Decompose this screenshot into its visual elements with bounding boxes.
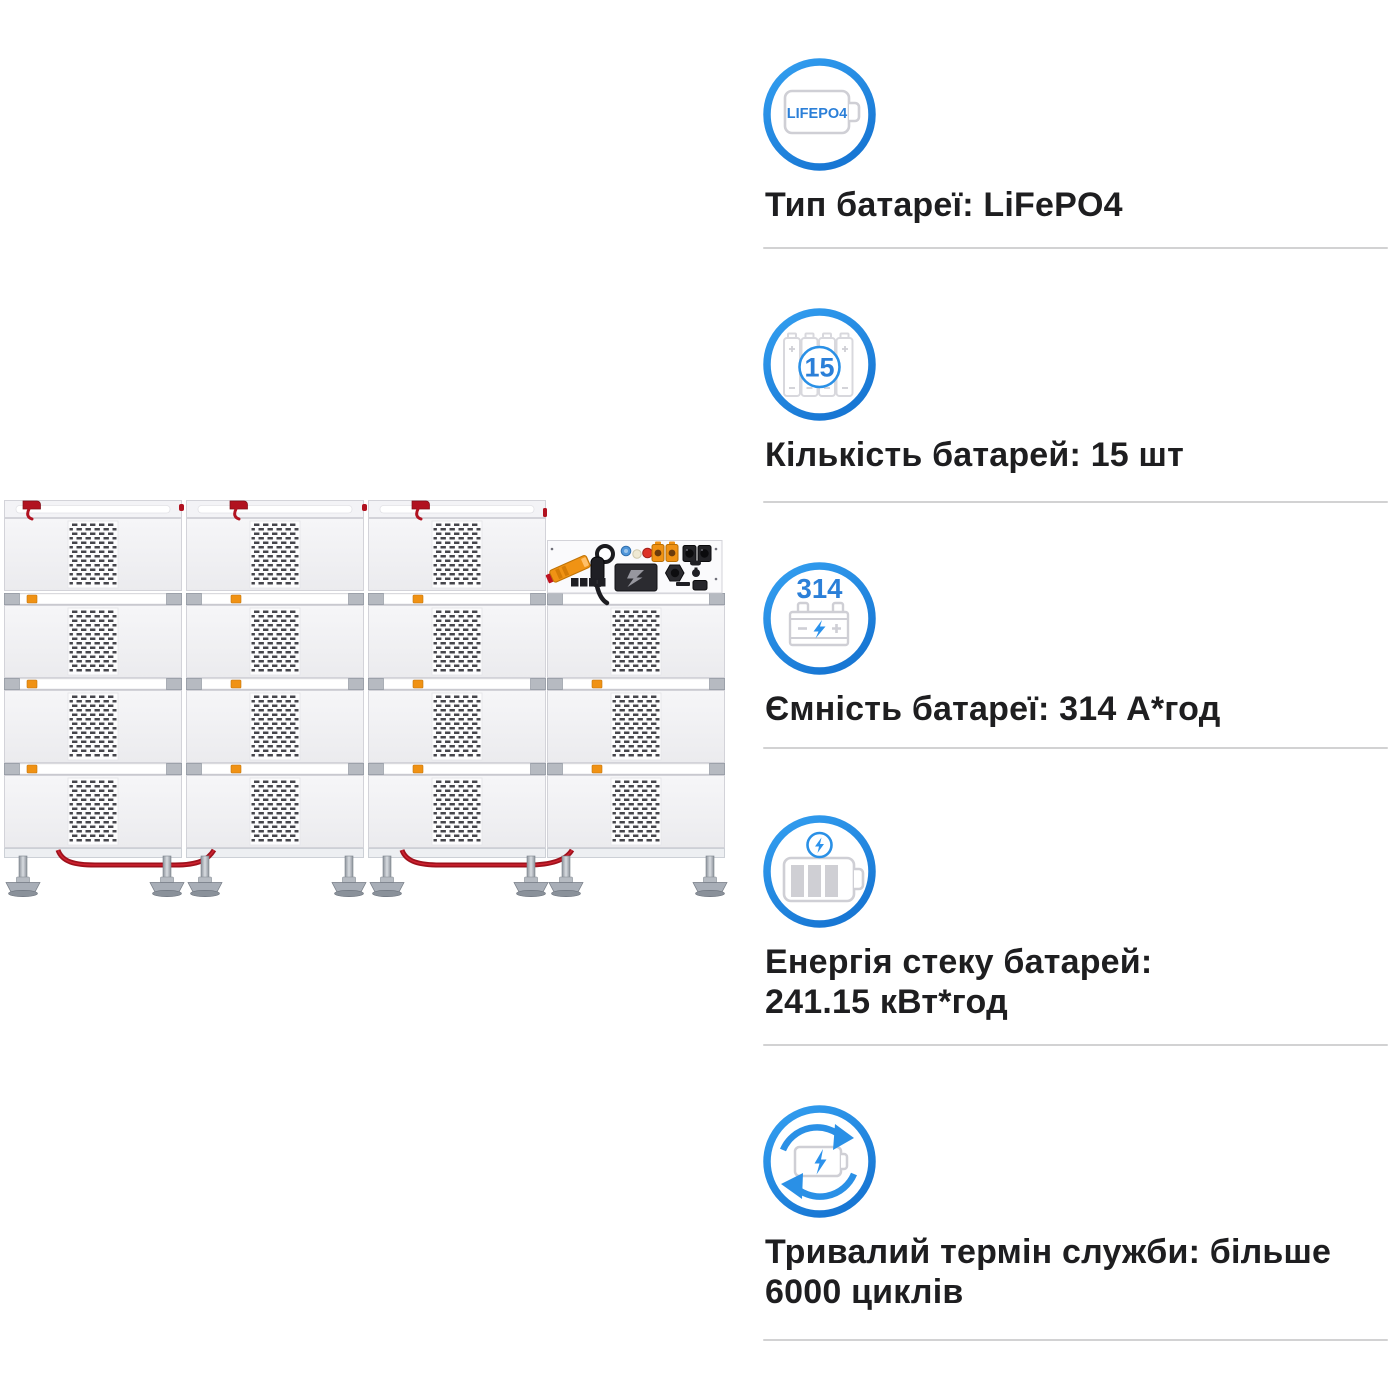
feature-label: Тип батареї: LiFePO4 [765,186,1123,224]
orange-connectors [651,541,679,562]
section-divider [763,247,1388,249]
section-divider [763,501,1388,503]
emergency-button [642,547,653,559]
feature-label: Кількість батарей: 15 шт [765,436,1184,474]
battery-capacity-icon: 314 [763,562,876,675]
section-divider [763,1339,1388,1341]
section-divider [763,747,1388,749]
bms-control-panel [545,540,723,606]
feature-label: Енергія стеку батарей: 241.15 кВт*год [765,943,1153,1021]
spec-list: LIFEPO4 Тип батареї: LiFePO4 15 Кількіст… [763,0,1390,1400]
battery-rack-illustration [3,499,728,898]
cycle-life-icon [763,1105,876,1218]
feature-label: Тривалий термін служби: більше 6000 цикл… [765,1233,1332,1311]
lifepo4-battery-icon: LIFEPO4 [763,58,876,171]
orange-cable-connector [545,555,591,584]
feature-label: Ємність батареї: 314 А*год [765,690,1221,728]
terminal-blocks [571,578,606,587]
dc-connectors [682,545,712,562]
battery-count-icon: 15 [763,308,876,421]
svg-text:15: 15 [804,353,834,383]
display-screen [614,563,658,592]
svg-text:LIFEPO4: LIFEPO4 [787,106,847,122]
svg-text:314: 314 [797,573,844,604]
stack-energy-icon [763,815,876,928]
section-divider [763,1044,1388,1046]
adjustable-feet [5,855,728,898]
pale-button [632,549,642,559]
